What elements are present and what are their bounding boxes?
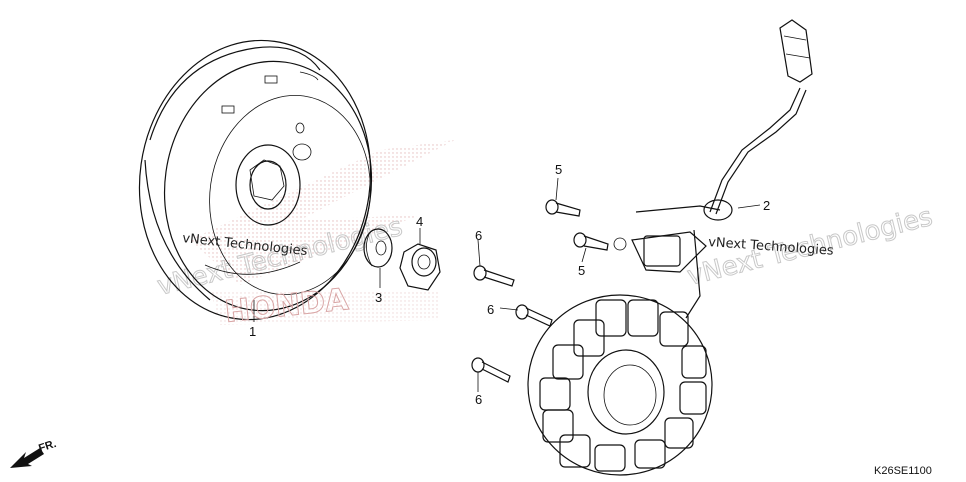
leader-lines bbox=[253, 177, 761, 392]
callout-2: 2 bbox=[763, 198, 770, 213]
callout-6-upper: 6 bbox=[475, 228, 482, 243]
honda-logo-text: HONDA bbox=[223, 282, 351, 330]
honda-wing-logo-watermark bbox=[190, 140, 455, 325]
callout-4: 4 bbox=[416, 214, 423, 229]
callout-3: 3 bbox=[375, 290, 382, 305]
callout-5-upper: 5 bbox=[555, 162, 562, 177]
stator-coil bbox=[527, 294, 713, 476]
diagram-code: K26SE1100 bbox=[874, 465, 932, 477]
bolt-6-upper bbox=[473, 265, 515, 287]
callout-1: 1 bbox=[249, 324, 256, 339]
direction-label: FR. bbox=[37, 438, 58, 455]
flywheel-part-1 bbox=[138, 39, 373, 321]
callout-5-lower: 5 bbox=[578, 263, 585, 278]
bolt-5-upper bbox=[545, 199, 581, 217]
front-direction-arrow-icon bbox=[10, 448, 44, 468]
callout-6-middle: 6 bbox=[487, 302, 494, 317]
callout-6-lower: 6 bbox=[475, 392, 482, 407]
washer-part-3 bbox=[363, 228, 393, 268]
wire-harness-part-2 bbox=[613, 19, 813, 319]
bolt-6-middle bbox=[515, 304, 553, 327]
nut-part-4 bbox=[399, 243, 441, 291]
bolt-5-lower bbox=[573, 232, 609, 251]
